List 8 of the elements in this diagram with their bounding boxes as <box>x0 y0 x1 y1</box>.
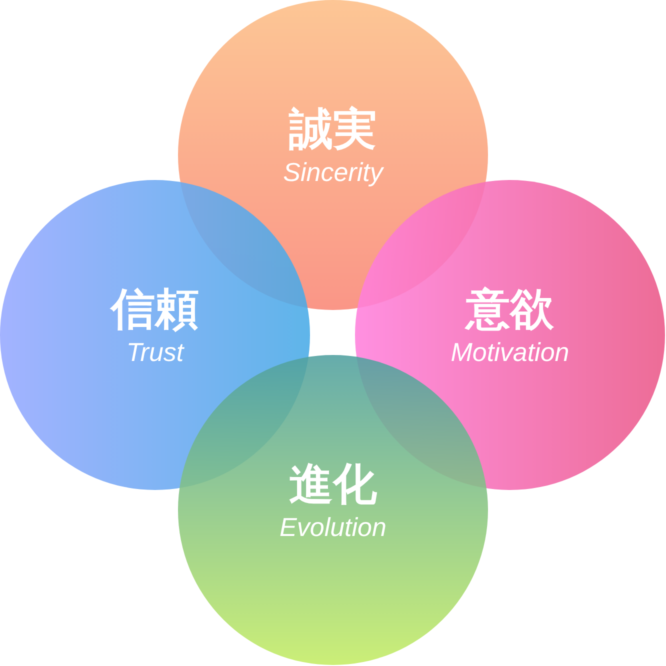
value-subtitle: Motivation <box>450 337 570 367</box>
value-title: 進化 <box>289 460 377 510</box>
value-title: 信頼 <box>111 285 199 335</box>
value-title: 意欲 <box>466 285 554 335</box>
value-subtitle: Sincerity <box>283 157 383 187</box>
value-subtitle: Trust <box>126 337 184 367</box>
value-subtitle: Evolution <box>280 512 386 542</box>
value-title: 誠実 <box>289 105 377 155</box>
